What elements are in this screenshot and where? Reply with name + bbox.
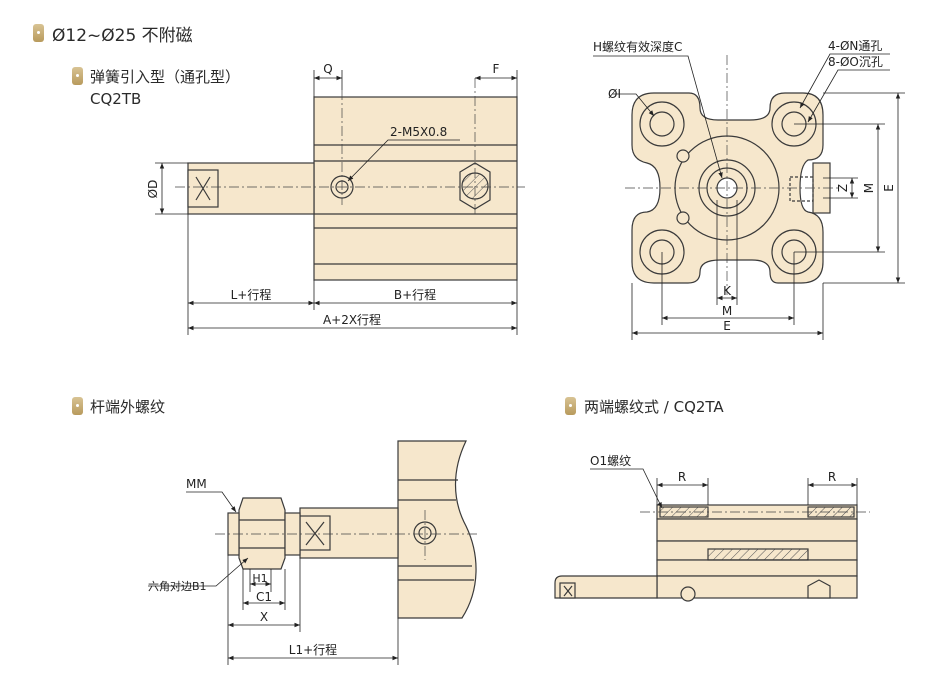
main-title: Ø12~Ø25 不附磁	[52, 26, 193, 46]
label-e-vertical: E	[882, 184, 896, 192]
section2-bullet	[72, 397, 83, 415]
label-hex: 六角对边B1	[148, 579, 207, 593]
label-h1: H1	[252, 572, 267, 585]
section3-title: 两端螺纹式 / CQ2TA	[584, 398, 724, 416]
label-q: Q	[323, 62, 332, 76]
label-c1: C1	[256, 590, 272, 604]
label-l-stroke: L+行程	[231, 287, 272, 302]
section3-bullet	[565, 397, 576, 415]
label-f: F	[493, 62, 500, 76]
side-view	[187, 96, 518, 281]
label-x: X	[260, 610, 268, 624]
label-mm: MM	[186, 477, 207, 491]
label-r-left: R	[678, 470, 686, 484]
both-end-thread-view	[554, 504, 858, 602]
main-title-bullet	[33, 24, 44, 42]
label-d: ØD	[146, 180, 160, 199]
label-i: ØI	[608, 87, 621, 101]
label-o-counter: 8-ØO沉孔	[828, 55, 883, 69]
label-b-stroke: B+行程	[394, 287, 436, 302]
label-r-right: R	[828, 470, 836, 484]
label-h-thread: H螺纹有效深度C	[593, 39, 682, 54]
rod-stub	[554, 575, 658, 599]
cylinder-cutaway	[397, 440, 477, 619]
label-m-vertical: M	[862, 183, 876, 193]
section2-title: 杆端外螺纹	[90, 398, 166, 416]
label-a-stroke: A+2X行程	[323, 312, 381, 327]
section1-title: 弹簧引入型（通孔型）	[90, 68, 241, 86]
label-z: Z	[836, 184, 850, 192]
front-view	[631, 92, 831, 284]
label-k: K	[723, 284, 732, 298]
label-o1-thread: O1螺纹	[590, 454, 631, 468]
label-e-horizontal: E	[723, 319, 731, 333]
hex-nut	[238, 497, 286, 570]
label-port: 2-M5X0.8	[390, 125, 447, 139]
section1-model: CQ2TB	[90, 90, 142, 108]
section1-bullet	[72, 67, 83, 85]
label-m-horizontal: M	[722, 304, 732, 318]
label-l1-stroke: L1+行程	[289, 642, 337, 657]
label-n-hole: 4-ØN通孔	[828, 39, 882, 53]
